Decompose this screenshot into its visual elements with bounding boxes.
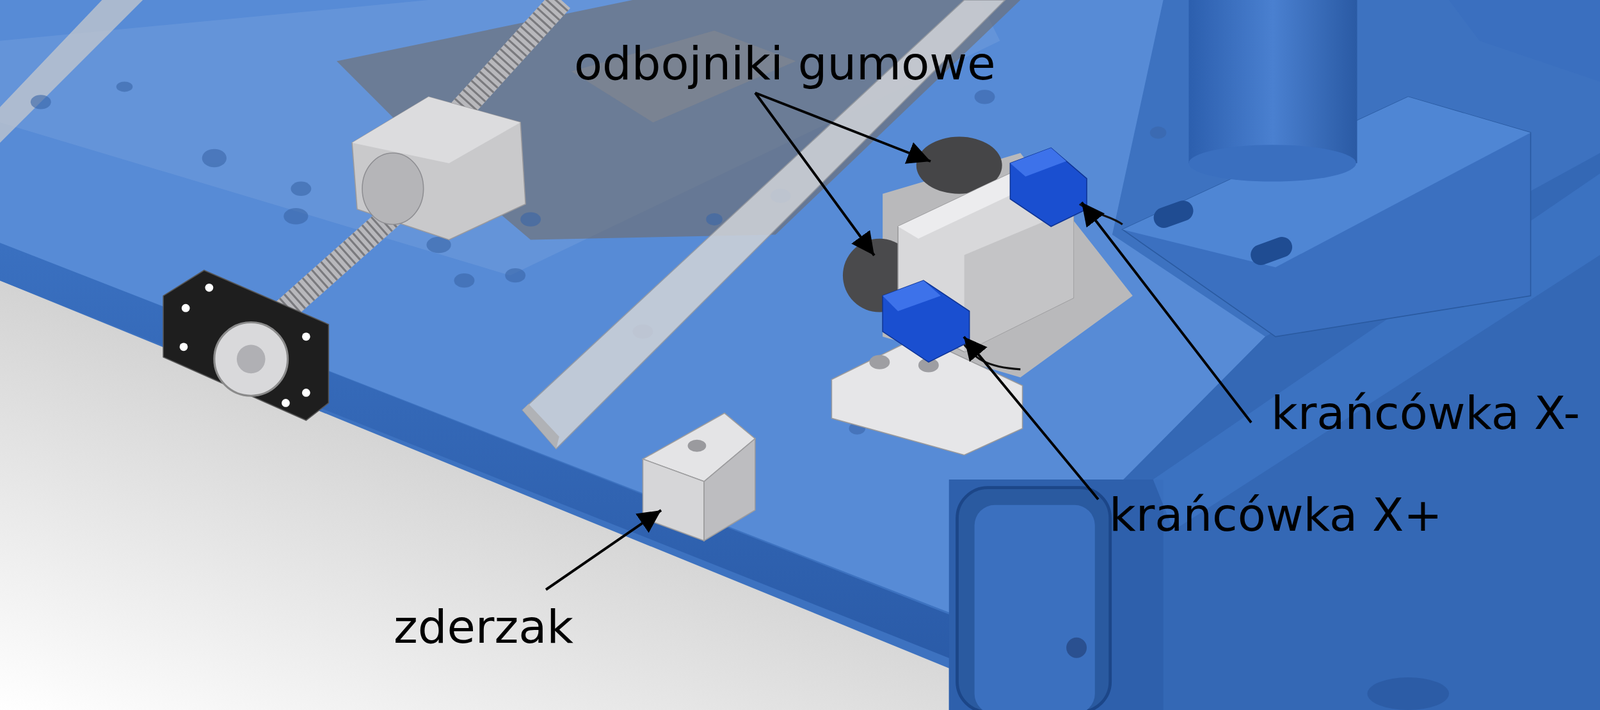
limit-switch-top	[1009, 147, 1067, 177]
leader-line	[545, 510, 662, 590]
ball-screw	[458, 0, 561, 112]
frame-foot	[1367, 677, 1449, 710]
stop-block-front	[642, 458, 704, 541]
callout-label: krańcówka X-	[1271, 389, 1581, 436]
column-base	[1188, 144, 1356, 182]
bolt-holes	[179, 283, 311, 408]
bearing-block	[163, 270, 329, 420]
rail-end	[522, 403, 559, 449]
frame-column	[1188, 0, 1357, 164]
ball-nut	[352, 96, 526, 240]
bolt-hole	[688, 439, 707, 452]
stop-block-side	[704, 438, 756, 541]
callout-label: krańcówka X+	[1109, 491, 1443, 538]
leader-line	[1081, 202, 1252, 423]
bolt-hole	[1066, 637, 1087, 658]
limit-switch	[882, 280, 970, 362]
ball-nut-flange	[362, 152, 424, 225]
screw-thread	[458, 0, 561, 112]
bearing	[214, 322, 288, 397]
tube-inside	[974, 504, 1096, 710]
bearing-center	[236, 344, 266, 374]
ball-nut-top	[352, 96, 521, 164]
leader-line	[963, 336, 1099, 500]
callout-label: odbojniki gumowe	[574, 40, 996, 87]
bolt-hole	[869, 355, 890, 370]
limit-switch	[1009, 147, 1087, 227]
callout-label: zderzak	[393, 603, 574, 650]
slot-hole	[1248, 234, 1296, 269]
frame-top-part	[1448, 0, 1600, 82]
slot-hole	[1150, 197, 1197, 232]
leader-line	[755, 92, 875, 256]
switch-holder-side	[964, 209, 1074, 352]
linear-rail	[0, 0, 143, 143]
carriage-plate	[882, 152, 1133, 378]
limit-switch-top	[882, 280, 941, 312]
